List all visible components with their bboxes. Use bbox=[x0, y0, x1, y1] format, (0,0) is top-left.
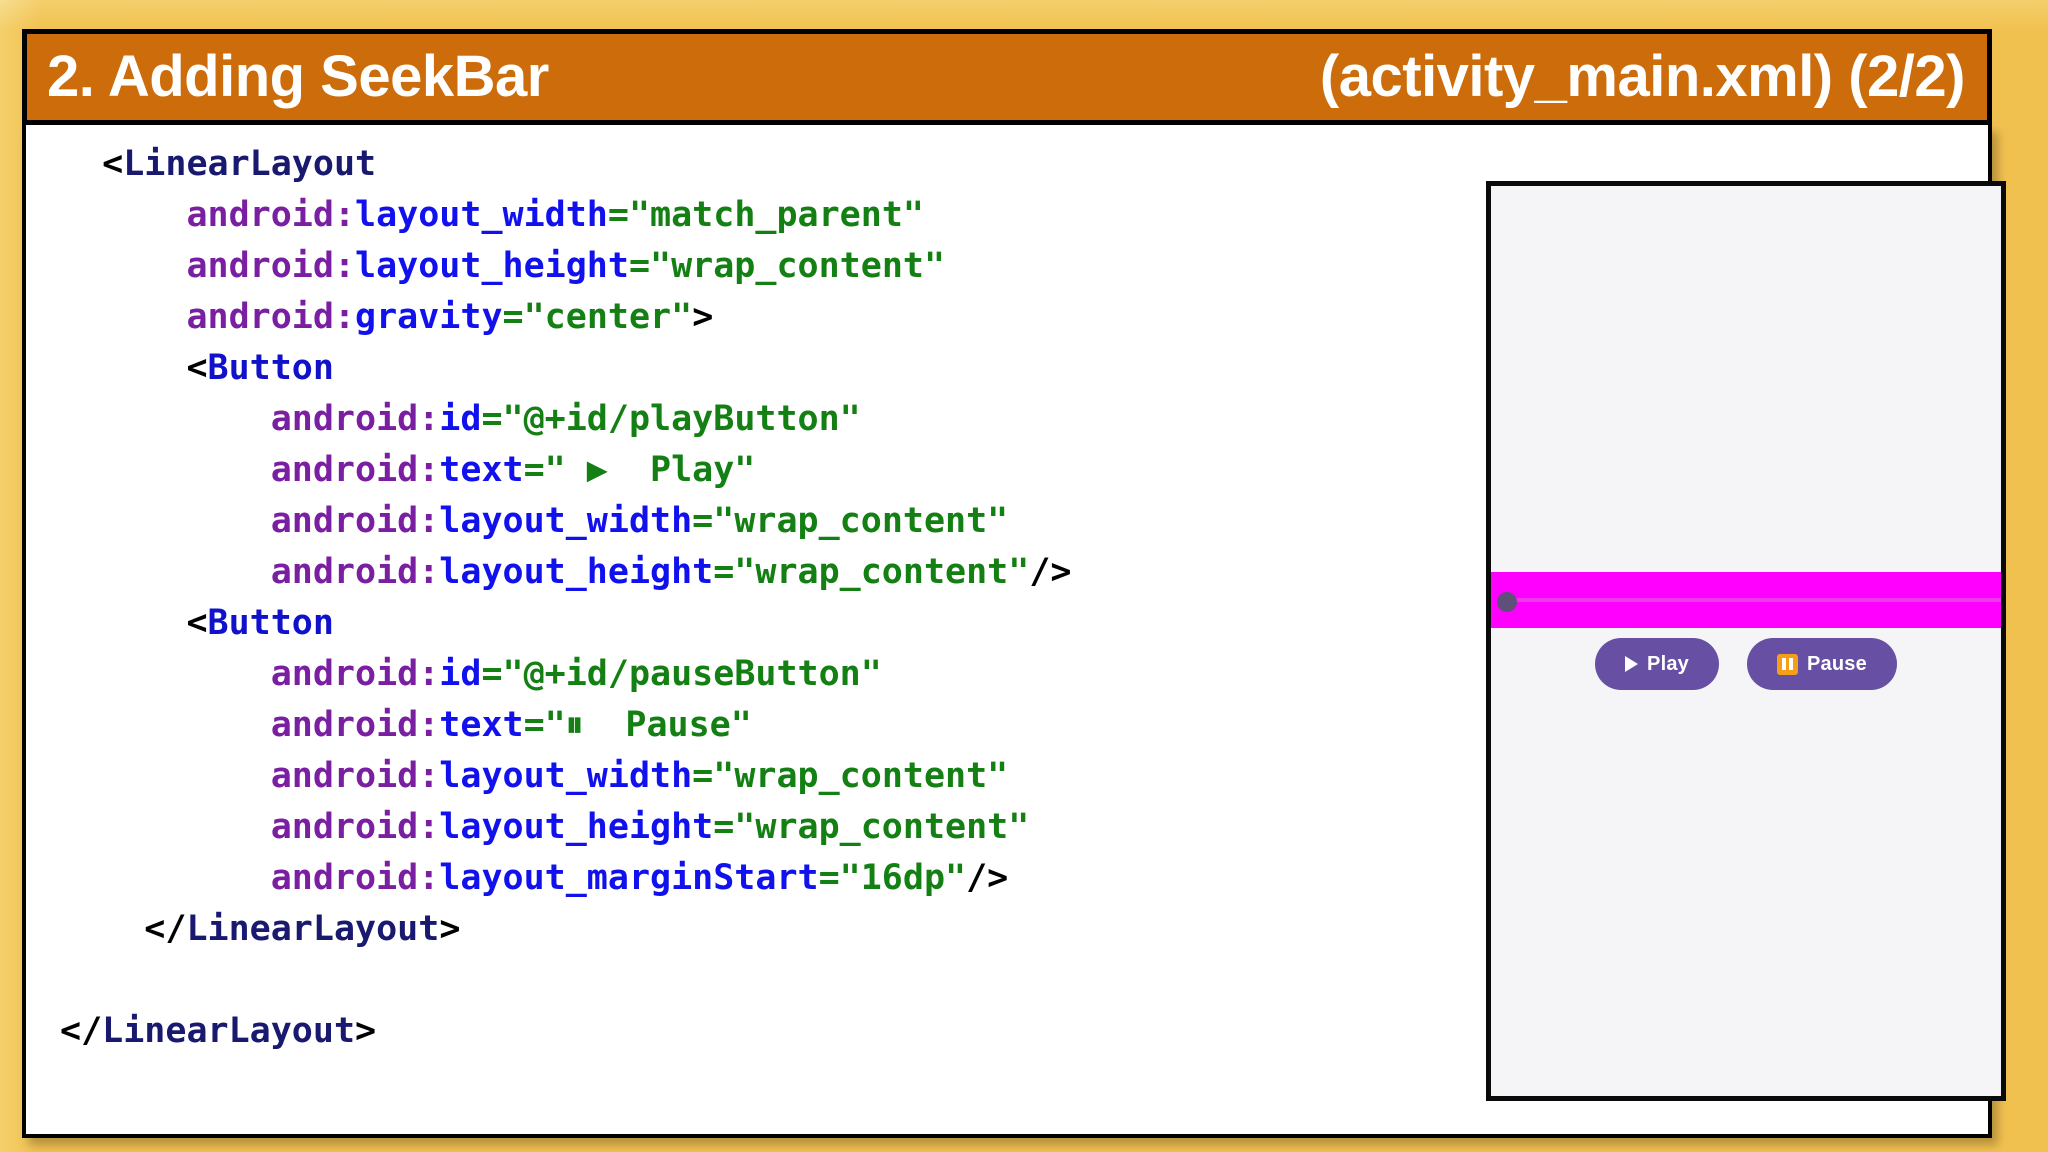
code-token-attr: layout_marginStart bbox=[439, 858, 819, 898]
code-token-val: =" ▶ Play" bbox=[523, 450, 756, 490]
preview-button-row: Play Pause bbox=[1491, 638, 2001, 690]
seekbar-track[interactable] bbox=[1511, 598, 2001, 602]
code-token-val: ="center" bbox=[502, 297, 693, 337]
pause-button-label: Pause bbox=[1807, 652, 1867, 675]
code-line: android:layout_width="match_parent" bbox=[60, 190, 1480, 241]
code-token-val: ="wrap_content" bbox=[692, 501, 1009, 541]
code-line: android:layout_marginStart="16dp"/> bbox=[60, 853, 1480, 904]
slide-content-panel: <LinearLayout android:layout_width="matc… bbox=[22, 125, 2006, 1138]
code-token-attr: layout_width bbox=[355, 195, 608, 235]
code-token-attr: layout_height bbox=[355, 246, 629, 286]
pause-bars-icon bbox=[1777, 653, 1798, 675]
code-token-ns: android: bbox=[270, 705, 440, 745]
code-line: android:layout_width="wrap_content" bbox=[60, 496, 1480, 547]
xml-code-block: <LinearLayout android:layout_width="matc… bbox=[60, 139, 1480, 1057]
code-line: android:layout_width="wrap_content" bbox=[60, 751, 1480, 802]
code-token-attr: text bbox=[439, 705, 524, 745]
code-token-tag: LinearLayout bbox=[123, 144, 377, 184]
code-line: <Button bbox=[60, 598, 1480, 649]
slide-title-left: 2. Adding SeekBar bbox=[47, 44, 549, 109]
seekbar-widget[interactable] bbox=[1491, 572, 2001, 628]
code-token-tag: LinearLayout bbox=[186, 909, 440, 949]
code-token-val: ="wrap_content" bbox=[713, 552, 1030, 592]
code-token-attr: id bbox=[439, 399, 482, 439]
code-token-brk: < bbox=[186, 348, 208, 388]
code-token-val: ="match_parent" bbox=[607, 195, 924, 235]
code-token-ns: android: bbox=[270, 858, 440, 898]
play-button-label: Play bbox=[1647, 652, 1689, 675]
code-token-ns: android: bbox=[186, 297, 356, 337]
code-token-ns: android: bbox=[270, 450, 440, 490]
code-line: android:text=" ▶ Play" bbox=[60, 445, 1480, 496]
slide-title-right-filename: (activity_main.xml) (2/2) bbox=[1319, 44, 1966, 109]
phone-preview-frame: Play Pause bbox=[1486, 181, 2006, 1101]
code-token-ns: android: bbox=[186, 195, 356, 235]
code-token-attr: gravity bbox=[355, 297, 503, 337]
code-line: android:layout_height="wrap_content" bbox=[60, 241, 1480, 292]
code-token-val: ="wrap_content" bbox=[713, 807, 1030, 847]
code-line: <LinearLayout bbox=[60, 139, 1480, 190]
code-token-val: ="wrap_content" bbox=[692, 756, 1009, 796]
code-token-val: ="16dp" bbox=[818, 858, 967, 898]
code-token-ns: android: bbox=[270, 501, 440, 541]
code-token-ns: android: bbox=[270, 756, 440, 796]
code-token-attr: id bbox=[439, 654, 482, 694]
slide-header-bar: 2. Adding SeekBar (activity_main.xml) (2… bbox=[22, 29, 1992, 125]
code-token-brk: /> bbox=[1029, 552, 1072, 592]
code-token-attr: text bbox=[439, 450, 524, 490]
code-token-val: ="@+id/pauseButton" bbox=[481, 654, 882, 694]
code-token-attr: layout_width bbox=[439, 756, 693, 796]
code-token-brk: > bbox=[355, 1011, 377, 1051]
code-token-attr: layout_height bbox=[439, 552, 714, 592]
code-token-tag2: Button bbox=[207, 348, 334, 388]
code-line bbox=[60, 955, 1480, 1006]
pause-button[interactable]: Pause bbox=[1747, 638, 1897, 690]
code-line: android:gravity="center"> bbox=[60, 292, 1480, 343]
code-line: </LinearLayout> bbox=[60, 904, 1480, 955]
code-token-val: ="⏸ Pause" bbox=[523, 705, 752, 745]
code-token-brk: > bbox=[692, 297, 714, 337]
code-line: android:id="@+id/playButton" bbox=[60, 394, 1480, 445]
code-token-brk: </ bbox=[144, 909, 187, 949]
code-token-brk: /> bbox=[966, 858, 1009, 898]
code-line: <Button bbox=[60, 343, 1480, 394]
seekbar-thumb[interactable] bbox=[1497, 592, 1517, 612]
code-token-val: ="@+id/playButton" bbox=[481, 399, 861, 439]
play-triangle-icon bbox=[1625, 656, 1639, 672]
code-token-ns: android: bbox=[270, 399, 440, 439]
code-line: android:id="@+id/pauseButton" bbox=[60, 649, 1480, 700]
phone-preview-screen: Play Pause bbox=[1491, 186, 2001, 1096]
code-token-brk: </ bbox=[60, 1011, 103, 1051]
code-token-tag: LinearLayout bbox=[102, 1011, 356, 1051]
code-token-brk: < bbox=[102, 144, 124, 184]
code-token-attr: layout_width bbox=[439, 501, 693, 541]
play-button[interactable]: Play bbox=[1595, 638, 1719, 690]
code-token-brk: < bbox=[186, 603, 208, 643]
code-token-tag2: Button bbox=[207, 603, 334, 643]
code-token-ns: android: bbox=[270, 807, 440, 847]
code-token-brk: > bbox=[439, 909, 461, 949]
code-token-ns: android: bbox=[270, 552, 440, 592]
code-line: android:text="⏸ Pause" bbox=[60, 700, 1480, 751]
code-line: android:layout_height="wrap_content"/> bbox=[60, 547, 1480, 598]
code-token-attr: layout_height bbox=[439, 807, 714, 847]
code-token-val: ="wrap_content" bbox=[628, 246, 946, 286]
code-line: android:layout_height="wrap_content" bbox=[60, 802, 1480, 853]
code-token-ns: android: bbox=[186, 246, 356, 286]
code-line: </LinearLayout> bbox=[60, 1006, 1480, 1057]
code-token-ns: android: bbox=[270, 654, 440, 694]
